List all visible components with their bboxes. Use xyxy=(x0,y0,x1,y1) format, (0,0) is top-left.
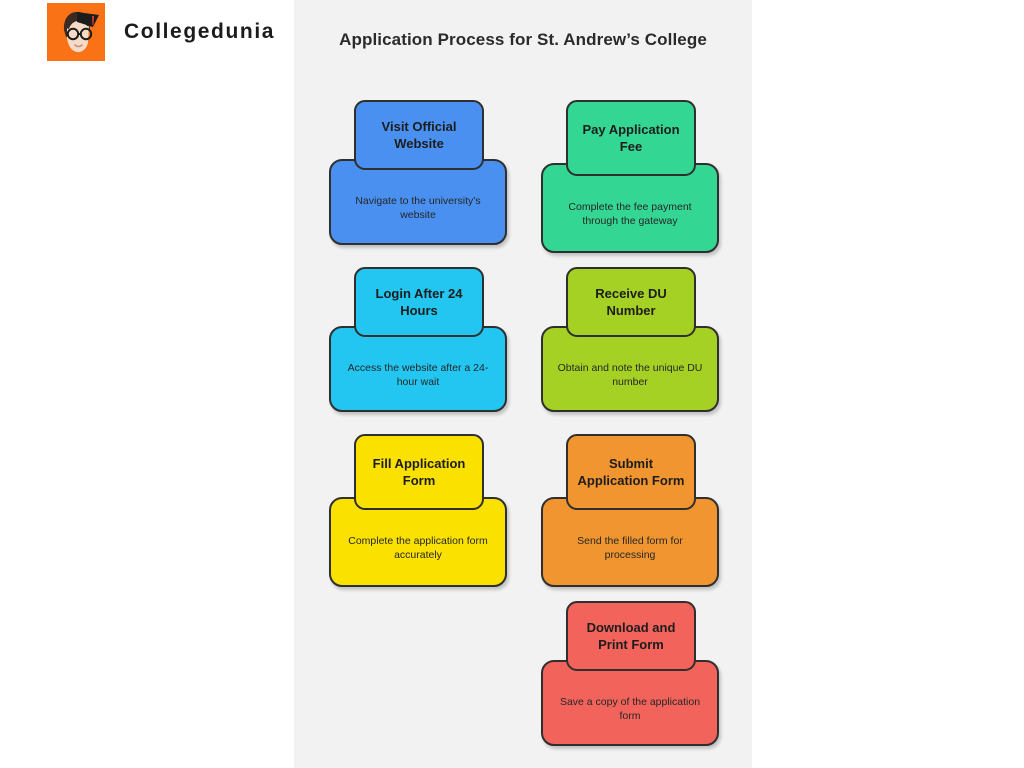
step-card-description: Send the filled form for processing xyxy=(577,535,683,561)
step-card-body: Send the filled form for processing xyxy=(541,497,719,587)
step-card-title: Submit Application Form xyxy=(577,456,685,488)
step-card-login-after-24-hours[interactable]: Access the website after a 24-hour wait … xyxy=(329,267,507,412)
brand-name: Collegedunia xyxy=(124,20,276,43)
step-card-title: Download and Print Form xyxy=(586,620,676,652)
card-row: Access the website after a 24-hour wait … xyxy=(294,267,752,434)
card-row: Save a copy of the application form Down… xyxy=(294,601,752,768)
step-card-title: Fill Application Form xyxy=(372,456,466,488)
step-card-body: Obtain and note the unique DU number xyxy=(541,326,719,412)
card-row: Navigate to the university’s website Vis… xyxy=(294,100,752,267)
step-card-description: Access the website after a 24-hour wait xyxy=(347,362,489,388)
step-card-description: Save a copy of the application form xyxy=(559,696,701,722)
step-card-header: Fill Application Form xyxy=(354,434,484,510)
step-card-title: Login After 24 Hours xyxy=(375,286,463,318)
step-card-description: Complete the fee payment through the gat… xyxy=(568,201,692,227)
graduate-avatar-icon xyxy=(47,3,105,61)
step-card-download-and-print-form[interactable]: Save a copy of the application form Down… xyxy=(541,601,719,746)
step-card-header: Download and Print Form xyxy=(566,601,696,671)
page-title: Application Process for St. Andrew’s Col… xyxy=(339,30,707,49)
step-card-grid: Navigate to the university’s website Vis… xyxy=(294,100,752,768)
step-card-title: Receive DU Number xyxy=(595,286,667,318)
step-card-pay-application-fee[interactable]: Complete the fee payment through the gat… xyxy=(541,100,719,253)
infographic-canvas: Application Process for St. Andrew’s Col… xyxy=(294,0,752,768)
step-card-receive-du-number[interactable]: Obtain and note the unique DU number Rec… xyxy=(541,267,719,412)
step-card-header: Login After 24 Hours xyxy=(354,267,484,337)
step-card-submit-application-form[interactable]: Send the filled form for processing Subm… xyxy=(541,434,719,587)
brand-header: Collegedunia xyxy=(47,3,275,61)
step-card-fill-application-form[interactable]: Complete the application form accurately… xyxy=(329,434,507,587)
step-card-header: Submit Application Form xyxy=(566,434,696,510)
step-card-body: Complete the fee payment through the gat… xyxy=(541,163,719,253)
card-row: Complete the application form accurately… xyxy=(294,434,752,601)
step-card-body: Complete the application form accurately xyxy=(329,497,507,587)
step-card-body: Access the website after a 24-hour wait xyxy=(329,326,507,412)
step-card-visit-official-website[interactable]: Navigate to the university’s website Vis… xyxy=(329,100,507,245)
step-card-header: Visit Official Website xyxy=(354,100,484,170)
step-card-header: Pay Application Fee xyxy=(566,100,696,176)
step-card-title: Pay Application Fee xyxy=(582,122,680,154)
step-card-description: Navigate to the university’s website xyxy=(355,195,481,221)
step-card-description: Obtain and note the unique DU number xyxy=(557,362,703,388)
step-card-body: Navigate to the university’s website xyxy=(329,159,507,245)
step-card-title: Visit Official Website xyxy=(381,119,457,151)
step-card-header: Receive DU Number xyxy=(566,267,696,337)
step-card-description: Complete the application form accurately xyxy=(348,535,488,561)
step-card-body: Save a copy of the application form xyxy=(541,660,719,746)
